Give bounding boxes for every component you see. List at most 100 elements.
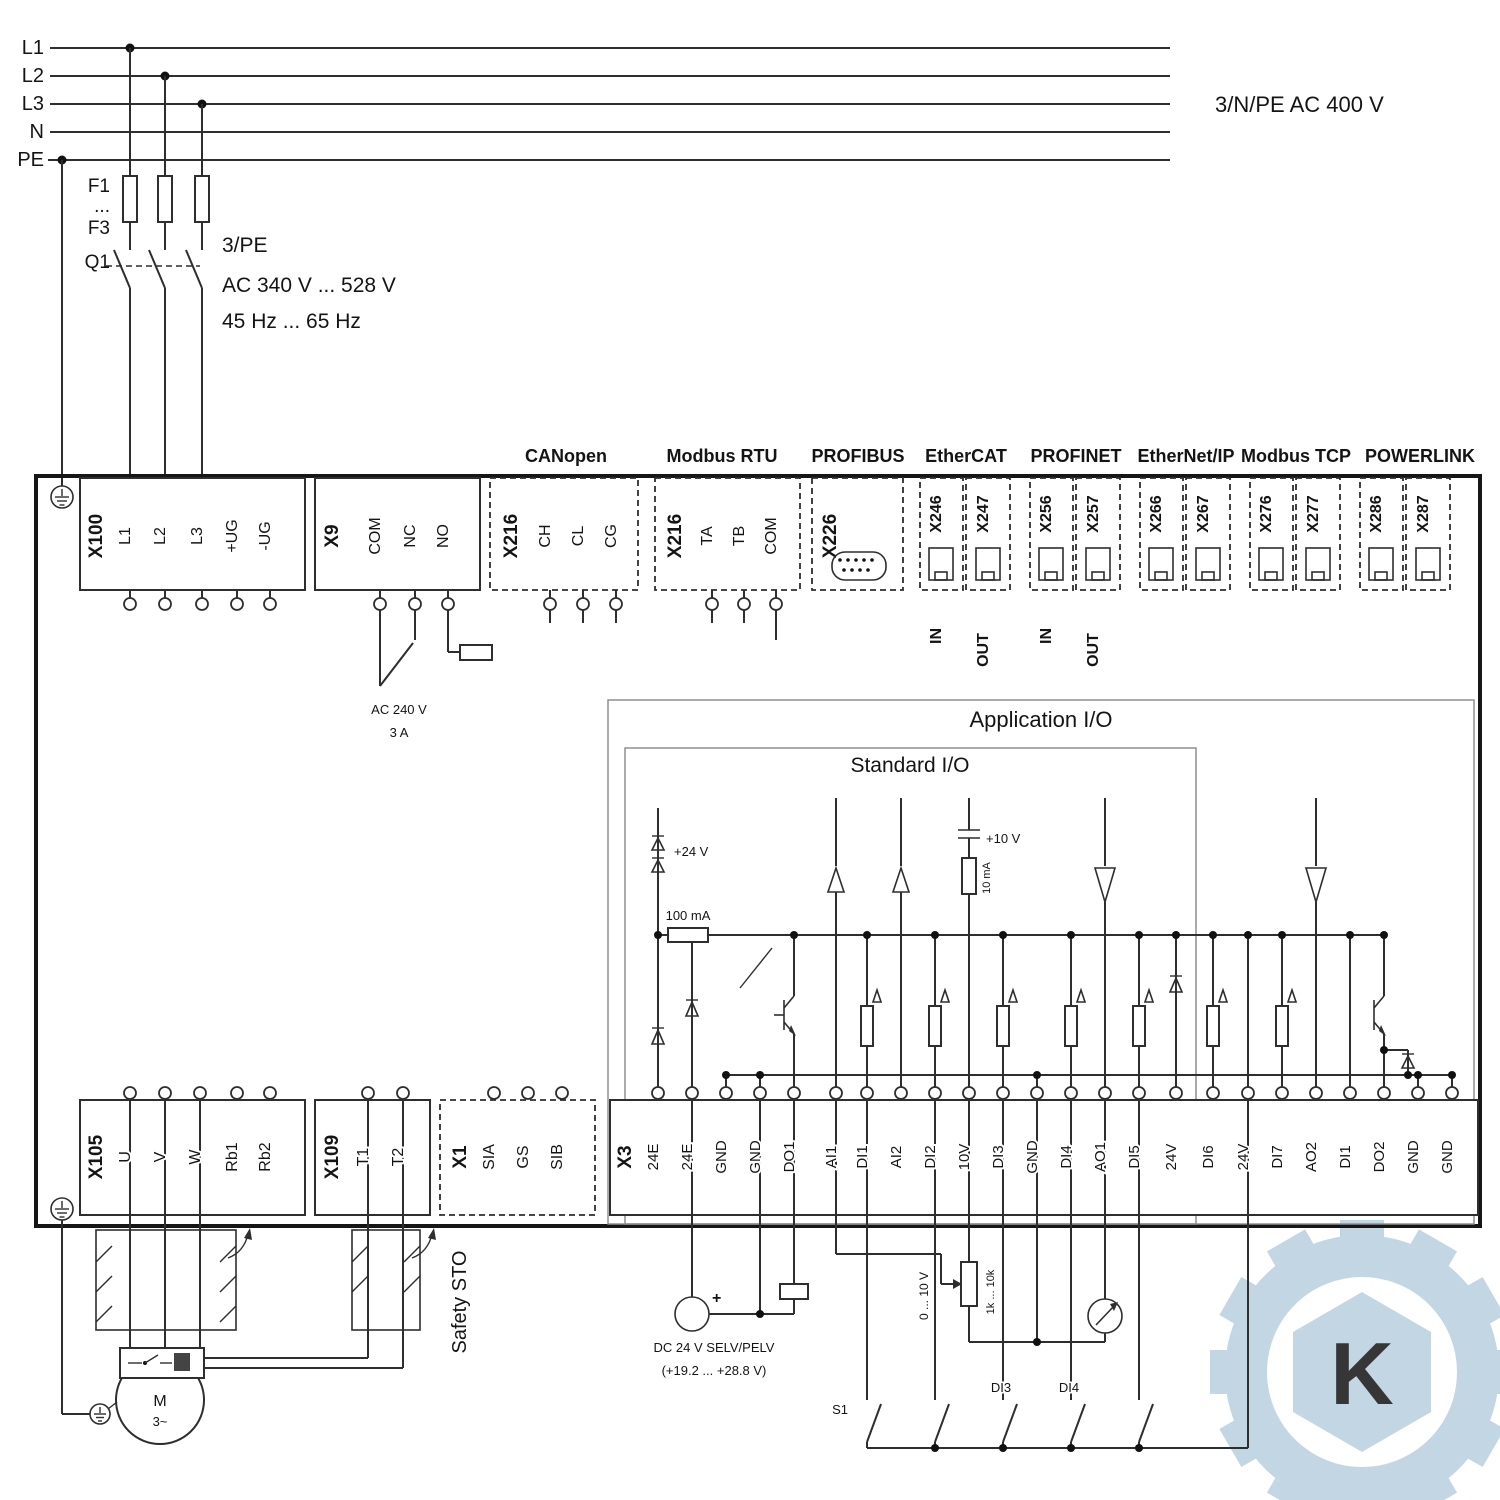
relay-coil-icon [779, 1283, 809, 1300]
block-name-x9: X9 [322, 524, 343, 547]
fieldbus-headers: CANopen Modbus RTU PROFIBUS EtherCAT PRO… [525, 446, 1475, 466]
terminal-label: T1 [355, 1148, 372, 1167]
ma10-label: 10 mA [981, 861, 993, 893]
block-name-x1: X1 [450, 1145, 471, 1169]
block-x9: X9 COM NC NO AC 240 V 3 A [314, 477, 493, 742]
terminal-label: 24E [679, 1144, 696, 1171]
terminal-label: DI6 [1200, 1145, 1217, 1168]
block-modbus-tcp: X276 X277 [1249, 477, 1341, 591]
standard-io-box [624, 747, 1197, 1225]
terminal-label: COM [367, 517, 384, 554]
terminal-label: AI2 [888, 1146, 905, 1169]
rj45-icon [1038, 547, 1064, 581]
block-x1-safety: X1 SIA GS SIB Safety STO [439, 1086, 596, 1354]
terminal-label: Rb2 [257, 1142, 274, 1171]
dc-supply-label: DC 24 V SELV/PELV [654, 1340, 775, 1355]
terminal-label: +UG [224, 519, 241, 552]
terminal-label: L2 [152, 527, 169, 545]
rail-label-pe: PE [17, 149, 44, 171]
port-label-out: OUT [1085, 633, 1102, 667]
fuse-100ma-label: 100 mA [666, 908, 711, 923]
io-regions: Application I/O Standard I/O [607, 699, 1475, 1225]
pot-range-label: 0 ... 10 V [917, 1272, 931, 1320]
relay-rating-voltage: AC 240 V [371, 702, 427, 717]
pot-value-label: 1k ... 10k [985, 1269, 997, 1314]
terminal-label: GND [713, 1140, 730, 1174]
terminal-label: TA [699, 526, 716, 546]
terminal-label: AO2 [1303, 1142, 1320, 1172]
block-name-x226: X226 [820, 514, 841, 558]
rail-label-n: N [30, 121, 44, 143]
rj45-icon [928, 547, 954, 581]
rj45-icon [1415, 547, 1441, 581]
terminal-label: 24E [645, 1144, 662, 1171]
terminal-label: GS [515, 1145, 532, 1168]
terminal-label: GND [747, 1140, 764, 1174]
port-label-in: IN [928, 628, 945, 644]
dc-supply-range: (+19.2 ... +28.8 V) [662, 1363, 767, 1378]
terminal-label: NC [402, 524, 419, 547]
block-name-x266: X266 [1148, 495, 1165, 532]
fuse-label-dots: ... [94, 196, 110, 217]
block-name-x3: X3 [615, 1145, 636, 1168]
external-io-wiring: + DC 24 V SELV/PELV (+19.2 ... +28.8 V) … [652, 1226, 1249, 1452]
header-canopen: CANopen [525, 446, 607, 466]
terminal-label: T2 [390, 1148, 407, 1167]
header-modbus-tcp: Modbus TCP [1241, 446, 1351, 466]
terminal-label: DI2 [922, 1145, 939, 1168]
terminal-label: 10V [956, 1144, 973, 1171]
block-x216-modbus: X216 TA TB COM [654, 477, 801, 640]
terminal-label: 24V [1235, 1144, 1252, 1171]
rj45-icon [1148, 547, 1174, 581]
motor-letter: M [153, 1393, 166, 1410]
terminal-label: SIB [549, 1144, 566, 1170]
terminal-label: W [187, 1149, 204, 1165]
block-ethercat: X246 X247 IN OUT [919, 477, 1011, 667]
terminal-label: Rb1 [224, 1142, 241, 1171]
fuse-icon [157, 175, 173, 223]
terminal-label: GND [1405, 1140, 1422, 1174]
block-x100: X100 L1 L2 L3 +UG -UG [79, 477, 306, 611]
block-x105: X105 U V W Rb1 Rb2 [79, 1086, 306, 1348]
potentiometer-icon [960, 1261, 978, 1307]
block-x216-canopen: X216 CH CL CG [489, 477, 639, 623]
terminal-label: DI1 [1337, 1145, 1354, 1168]
standard-io-title: Standard I/O [850, 754, 969, 777]
gear-watermark-icon: K [1210, 1220, 1500, 1500]
rj45-icon [1085, 547, 1111, 581]
terminal-label: DI4 [1058, 1145, 1075, 1168]
block-name-x247: X247 [975, 495, 992, 532]
terminal-label: AO1 [1092, 1142, 1109, 1172]
di-input-stages [860, 931, 1298, 1087]
header-profinet: PROFINET [1030, 446, 1121, 466]
rj45-icon [1305, 547, 1331, 581]
terminal-label: DO2 [1371, 1142, 1388, 1173]
ground-icon [50, 1197, 74, 1221]
terminal-label: COM [763, 517, 780, 554]
header-profibus: PROFIBUS [811, 446, 904, 466]
block-x109: X109 T1 T2 [204, 1086, 431, 1369]
terminal-label: NO [435, 524, 452, 548]
fuse-label-f1: F1 [88, 176, 110, 197]
internal-fuse-icon [667, 927, 709, 943]
terminal-label: GND [1024, 1140, 1041, 1174]
terminal-label: L3 [189, 527, 206, 545]
motor-assembly: M 3~ [61, 1220, 436, 1445]
terminal-label: U [117, 1151, 134, 1163]
switch-label-di3: DI3 [991, 1380, 1011, 1395]
terminal-label: CL [570, 526, 587, 547]
dc-source-icon [674, 1296, 710, 1332]
block-name-x109: X109 [322, 1135, 343, 1179]
rj45-icon [1368, 547, 1394, 581]
ground-icon [50, 485, 74, 509]
terminal-label: TB [731, 526, 748, 546]
terminal-label: DI3 [990, 1145, 1007, 1168]
block-name-x287: X287 [1415, 495, 1432, 532]
terminal-label: GND [1439, 1140, 1456, 1174]
terminal-label: 24V [1163, 1144, 1180, 1171]
port-label-out: OUT [975, 633, 992, 667]
block-name-x257: X257 [1085, 495, 1102, 532]
switch-label-di4: DI4 [1059, 1380, 1079, 1395]
rail-label-l2: L2 [22, 65, 44, 87]
